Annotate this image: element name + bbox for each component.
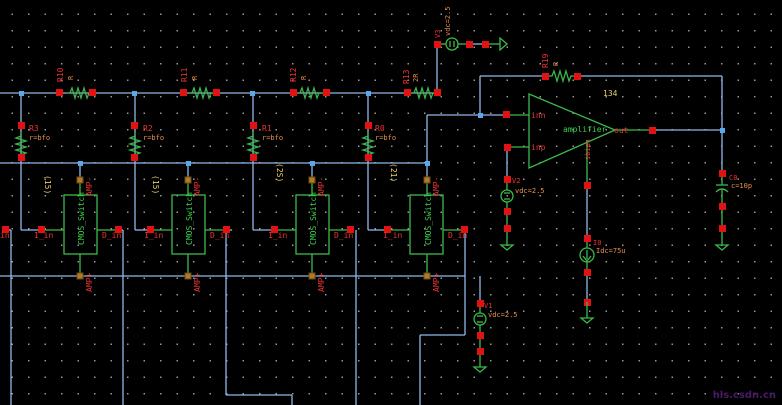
resistor-value: R [300,75,308,80]
resistor-name: R19 [541,53,550,68]
resistor-name: R3 [29,124,39,133]
load-capacitor-c0[interactable]: C0 c=10p [714,170,752,251]
pin-label: 1_in [383,231,402,240]
resistor-value: 2R [412,73,420,82]
pin-label: AMP- [317,177,326,196]
resistor-name: R12 [289,67,298,82]
source-name: V3 [434,30,442,38]
source-name: V1 [484,302,492,310]
ground-icon [579,317,595,324]
resistor-value: r=bfo [375,134,396,142]
bit-label: (15) [151,175,160,194]
cap-name: C0 [729,174,737,182]
pin-label: out [614,126,629,135]
resistor-value: R [552,61,560,66]
cmos-switch-1[interactable]: CMOS_Switch 1_in D_in AMP- AMP+ [144,176,230,292]
source-value: vdc=2.5 [488,311,518,319]
cmos-switch-3[interactable]: CMOS_Switch 1_in D_in AMP- AMP+ [383,176,468,292]
resistor-name: R1 [262,124,272,133]
pin-label: in [0,231,10,240]
pin-label: AMP+ [193,273,202,292]
pin-label: D_in [210,231,229,240]
cmos-switch-0[interactable]: CMOS_Switch 1_in D_in AMP- AMP+ [34,176,122,292]
resistor-name: R11 [180,67,189,82]
resistor-value: R [67,75,75,80]
switch-label: CMOS_Switch [309,192,318,245]
bit-label: (2S) [275,163,284,182]
junctions [19,91,725,166]
pin-label: ibias [584,139,592,160]
pin-label: AMP- [193,177,202,196]
vdd-source-v3[interactable]: V3 vdc=2.5 [434,6,508,52]
source-name: I0 [593,239,601,247]
ground-icon [714,244,730,251]
resistor-r19[interactable]: R19 R [541,53,581,84]
pin-label: AMP+ [85,273,94,292]
pin-label: inp [531,143,546,152]
pin-label: D_in [102,231,121,240]
pin-label: 1_in [34,231,53,240]
cap-value: c=10p [731,182,752,190]
shunt-resistors: R3 r=bfo R2 r=bfo R1 r=bfo R0 r=bfo [13,122,396,161]
resistor-name: R13 [402,69,411,84]
switch-label: CMOS_Switch [77,192,86,245]
resistor-r12[interactable]: R12 R [289,67,330,101]
bit-label: (21) [389,163,398,182]
pin-label: D_in [334,231,353,240]
series-resistors: R10 R R11 R R12 R R13 2R [56,67,441,101]
resistor-name: R10 [56,67,65,82]
resistor-name: R2 [143,124,153,133]
bit-label: (15) [43,175,52,194]
source-value: Idc=75u [596,247,626,255]
pin-label: D_in [448,231,467,240]
resistor-r13[interactable]: R13 2R [402,69,441,101]
amplifier-label: amplifier [563,125,607,134]
source-v1[interactable]: V1 vdc=2.5 [472,300,518,373]
offscreen-switch-pin: in [0,226,10,240]
bit-labels: (15) (15) (2S) (21) [43,163,398,194]
switch-label: CMOS_Switch [185,192,194,245]
pin-label: inn [531,111,546,120]
ground-icon [499,244,515,251]
source-value: vdc=2.5 [444,6,452,36]
resistor-r1[interactable]: R1 r=bfo [245,122,283,161]
vdd-arrow-icon [499,36,508,52]
pin-label: AMP+ [432,273,441,292]
pin-label: AMP- [85,177,94,196]
source-value: vdc=2.5 [515,187,545,195]
resistor-value: r=bfo [143,134,164,142]
pin-label: 1_in [144,231,163,240]
wires [0,43,723,405]
instance-id: 134 [603,89,618,98]
vcm-source-v2[interactable]: V2 vdc=2.5 [499,176,545,251]
ground-icon [472,366,488,373]
pin-label: 1_in [268,231,287,240]
resistor-r2[interactable]: R2 r=bfo [127,122,164,161]
cmos-switch-2[interactable]: CMOS_Switch 1_in D_in AMP- AMP+ [268,176,354,292]
resistor-value: r=bfo [262,134,283,142]
resistor-value: R [191,75,199,80]
resistor-r0[interactable]: R0 r=bfo [360,122,396,161]
resistor-value: r=bfo [29,134,50,142]
resistor-name: R0 [375,124,385,133]
pin-label: AMP- [432,177,441,196]
source-name: V2 [512,177,520,185]
resistor-r10[interactable]: R10 R [56,67,96,101]
pin-label: AMP+ [317,273,326,292]
resistor-r11[interactable]: R11 R [180,67,220,101]
switch-label: CMOS_Switch [424,192,433,245]
resistor-r3[interactable]: R3 r=bfo [13,122,50,161]
watermark: hls.csdn.cn [712,390,776,401]
amplifier[interactable]: inn inp out ibias amplifier 134 [503,89,656,189]
